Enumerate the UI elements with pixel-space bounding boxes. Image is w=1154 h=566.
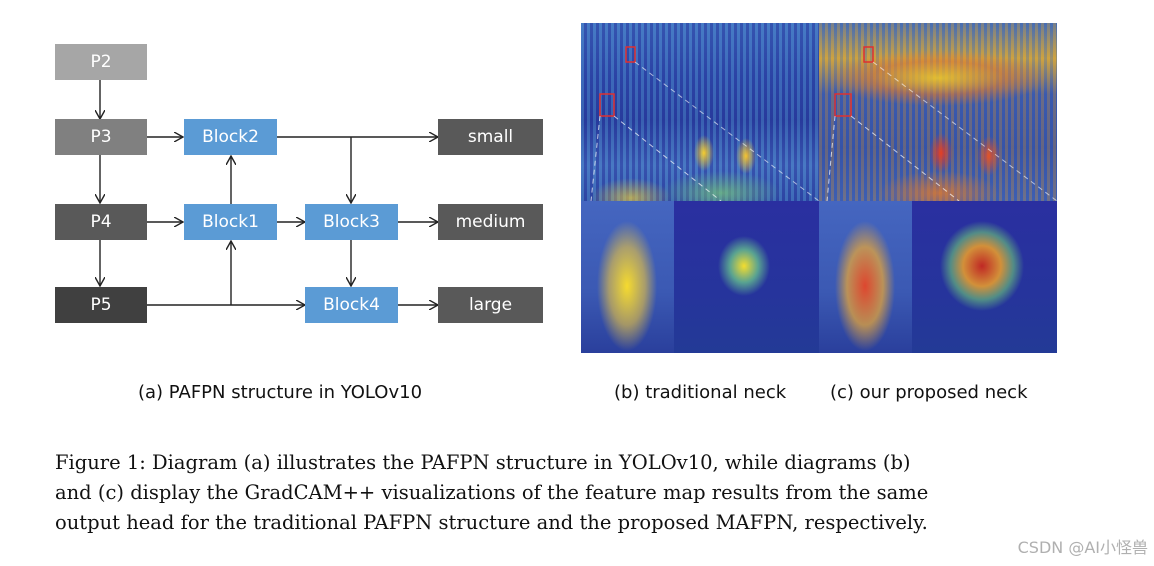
node-p4: P4 — [55, 204, 147, 240]
node-output-small: small — [438, 119, 543, 155]
node-p5: P5 — [55, 287, 147, 323]
subcaption-b: (b) traditional neck — [614, 382, 787, 403]
annotation-overlay — [590, 46, 819, 201]
figure-caption-line: output head for the traditional PAFPN st… — [55, 511, 928, 534]
figure-caption-line: Figure 1: Diagram (a) illustrates the PA… — [55, 451, 911, 474]
subcaption-a: (a) PAFPN structure in YOLOv10 — [138, 382, 423, 403]
figure-caption: Figure 1: Diagram (a) illustrates the PA… — [55, 448, 1055, 538]
node-output-large: large — [438, 287, 543, 323]
node-block2: Block2 — [184, 119, 277, 155]
node-p2: P2 — [55, 44, 147, 80]
node-block3: Block3 — [305, 204, 398, 240]
heatmap-traditional-crop-left — [581, 201, 674, 353]
heatmap-proposed-crop-left — [819, 201, 912, 353]
subcaption-c: (c) our proposed neck — [830, 382, 1028, 403]
node-output-medium: medium — [438, 204, 543, 240]
node-p3: P3 — [55, 119, 147, 155]
figure-caption-line: and (c) display the GradCAM++ visualizat… — [55, 481, 929, 504]
heatmap-traditional-top — [581, 23, 819, 201]
heatmap-proposed-top — [819, 23, 1057, 201]
node-block4: Block4 — [305, 287, 398, 323]
annotation-overlay — [826, 46, 1057, 201]
watermark: CSDN @AI小怪兽 — [1017, 538, 1148, 557]
heatmap-traditional-crop-right — [674, 201, 819, 353]
node-block1: Block1 — [184, 204, 277, 240]
heatmap-proposed-crop-right — [912, 201, 1057, 353]
